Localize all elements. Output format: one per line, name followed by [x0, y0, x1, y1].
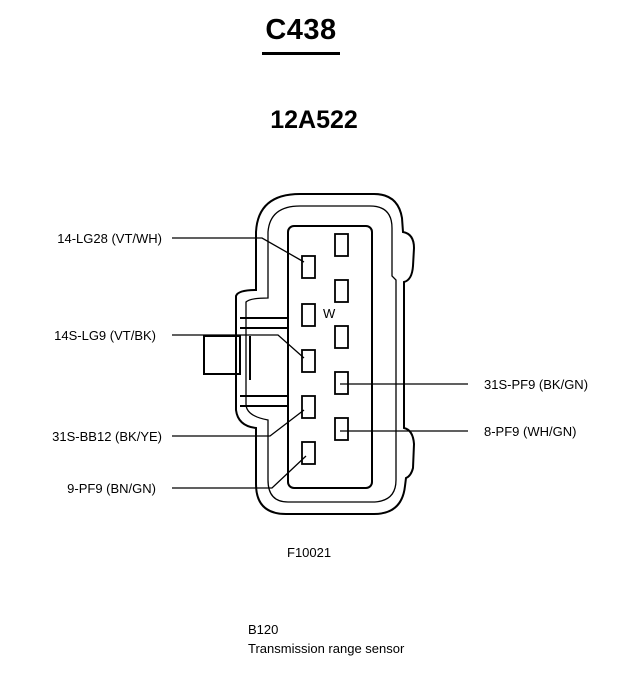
leader-line-9-pf9	[172, 455, 307, 489]
pin-left-5	[301, 441, 316, 465]
leader-line-14s-lg9	[172, 334, 305, 359]
wire-label-14-lg28: 14-LG28 (VT/WH)	[57, 231, 162, 246]
caption-code: B120	[248, 622, 279, 637]
wire-label-31s-bb12: 31S-BB12 (BK/YE)	[52, 429, 162, 444]
leader-line-14-lg28	[172, 237, 305, 263]
pin-left-1	[301, 255, 316, 279]
leader-line-31s-bb12	[172, 409, 305, 437]
pin-right-1	[334, 233, 349, 257]
wire-label-9-pf9: 9-PF9 (BN/GN)	[67, 481, 156, 496]
figure-id: F10021	[287, 545, 332, 560]
pin-right-2	[334, 279, 349, 303]
pin-right-5	[334, 417, 349, 441]
wire-label-31s-pf9: 31S-PF9 (BK/GN)	[484, 377, 589, 392]
connector-housing-inner	[245, 205, 397, 503]
pin-cavity	[287, 225, 373, 489]
wire-label-8-pf9: 8-PF9 (WH/GN)	[484, 424, 577, 439]
pin-left-2	[301, 303, 316, 327]
part-number: 12A522	[270, 106, 358, 134]
pin-left-4	[301, 395, 316, 419]
title-underline	[262, 52, 340, 55]
wire-label-14s-lg9: 14S-LG9 (VT/BK)	[54, 328, 156, 343]
connector-housing-outer	[235, 193, 416, 515]
pin-right-4	[334, 371, 349, 395]
polarization-mark: W	[323, 306, 336, 321]
pin-left-3	[301, 349, 316, 373]
connector-id-title: C438	[265, 14, 337, 46]
caption-description: Transmission range sensor	[248, 641, 405, 656]
pin-right-3	[334, 325, 349, 349]
locking-latch	[203, 317, 288, 407]
